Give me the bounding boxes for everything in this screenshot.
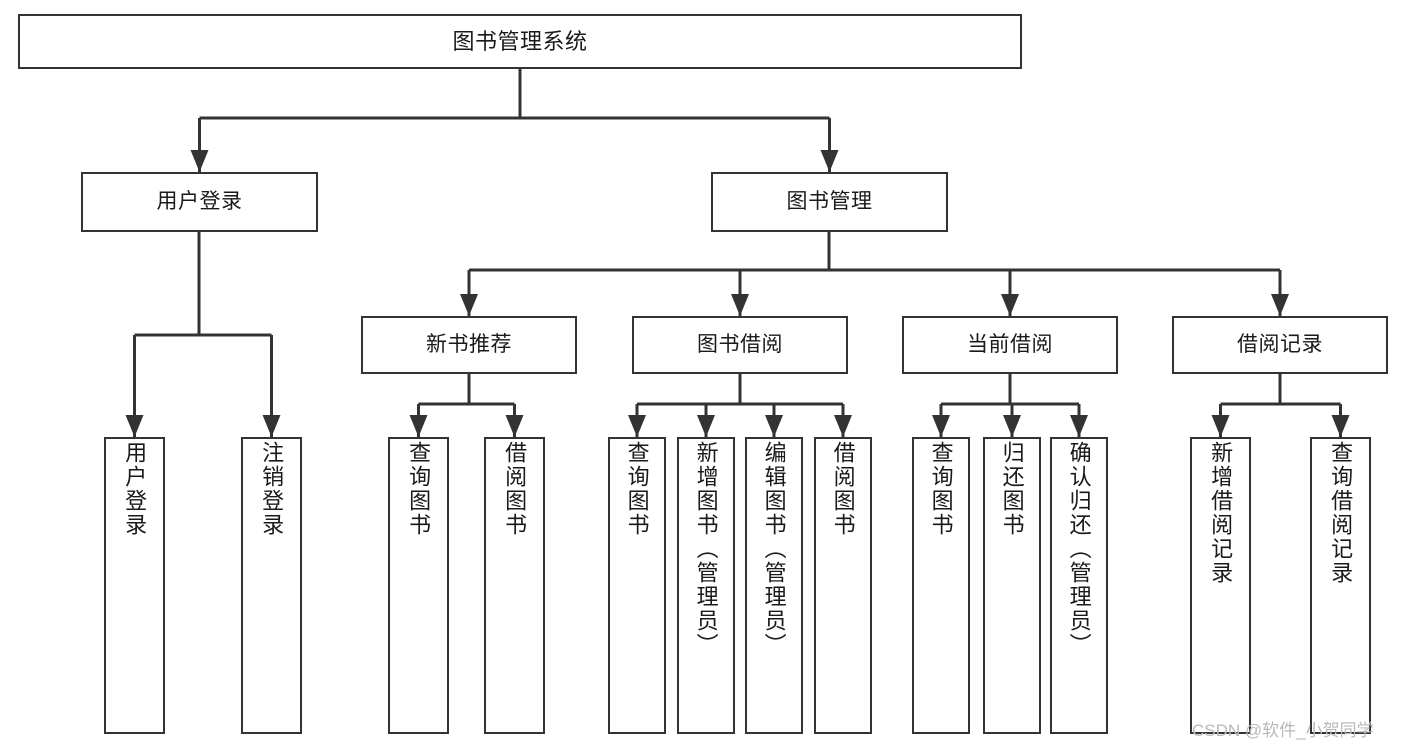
node-label: 查询借阅记录 [1328,441,1354,585]
watermark-label: CSDN @软件_小贺同学 [1192,721,1374,740]
arrowhead-icon [1211,415,1230,437]
node-label: 用户登录 [122,441,148,537]
node-borrow-records[interactable]: 借阅记录 [1172,316,1388,374]
node-book-borrow[interactable]: 图书借阅 [632,316,848,374]
node-label: 当前借阅 [967,332,1053,356]
node-leaf-query-record[interactable]: 查询借阅记录 [1310,437,1371,734]
arrowhead-icon [1331,415,1350,437]
arrowhead-icon [125,415,144,437]
node-leaf-user-login[interactable]: 用户登录 [104,437,165,734]
node-label: 借阅图书 [502,441,528,537]
arrowhead-icon [731,294,749,316]
node-leaf-add-book[interactable]: 新增图书（管理员） [677,437,735,734]
node-leaf-query-book-2[interactable]: 查询图书 [608,437,666,734]
node-label: 查询图书 [928,441,954,537]
node-label: 图书管理 [786,189,873,213]
node-label: 图书借阅 [697,332,783,356]
arrowhead-icon [190,150,209,172]
arrowhead-icon [505,415,524,437]
arrowhead-icon [1003,415,1021,437]
node-leaf-return-book[interactable]: 归还图书 [983,437,1041,734]
node-new-book-rec[interactable]: 新书推荐 [361,316,577,374]
node-leaf-logout[interactable]: 注销登录 [241,437,302,734]
node-label: 归还图书 [999,441,1025,537]
node-label: 查询图书 [624,441,650,537]
arrowhead-icon [820,150,839,172]
node-leaf-query-book-3[interactable]: 查询图书 [912,437,970,734]
node-label: 借阅图书 [830,441,856,537]
arrowhead-icon [1271,294,1289,316]
node-leaf-confirm-return[interactable]: 确认归还（管理员） [1050,437,1108,734]
node-label: 编辑图书（管理员） [761,441,787,657]
node-leaf-edit-book[interactable]: 编辑图书（管理员） [745,437,803,734]
arrowhead-icon [628,415,646,437]
node-label: 新书推荐 [426,332,512,356]
arrowhead-icon [460,294,478,316]
node-leaf-borrow-book-1[interactable]: 借阅图书 [484,437,545,734]
node-label: 注销登录 [259,441,285,537]
node-leaf-borrow-book-2[interactable]: 借阅图书 [814,437,872,734]
arrowhead-icon [1001,294,1019,316]
node-leaf-query-book-1[interactable]: 查询图书 [388,437,449,734]
node-label: 用户登录 [156,189,243,213]
node-label: 确认归还（管理员） [1066,441,1092,657]
arrowhead-icon [834,415,852,437]
node-current-borrow[interactable]: 当前借阅 [902,316,1118,374]
node-label: 借阅记录 [1237,332,1323,356]
node-root[interactable]: 图书管理系统 [18,14,1022,69]
arrowhead-icon [262,415,281,437]
arrowhead-icon [697,415,715,437]
node-label: 图书管理系统 [452,28,588,54]
node-label: 新增借阅记录 [1208,441,1234,585]
node-user-login[interactable]: 用户登录 [81,172,318,232]
node-leaf-add-record[interactable]: 新增借阅记录 [1190,437,1251,734]
arrowhead-icon [932,415,950,437]
arrowhead-icon [409,415,428,437]
node-label: 查询图书 [406,441,432,537]
arrowhead-icon [765,415,783,437]
arrowhead-icon [1070,415,1088,437]
node-label: 新增图书（管理员） [693,441,719,657]
node-book-manage[interactable]: 图书管理 [711,172,948,232]
